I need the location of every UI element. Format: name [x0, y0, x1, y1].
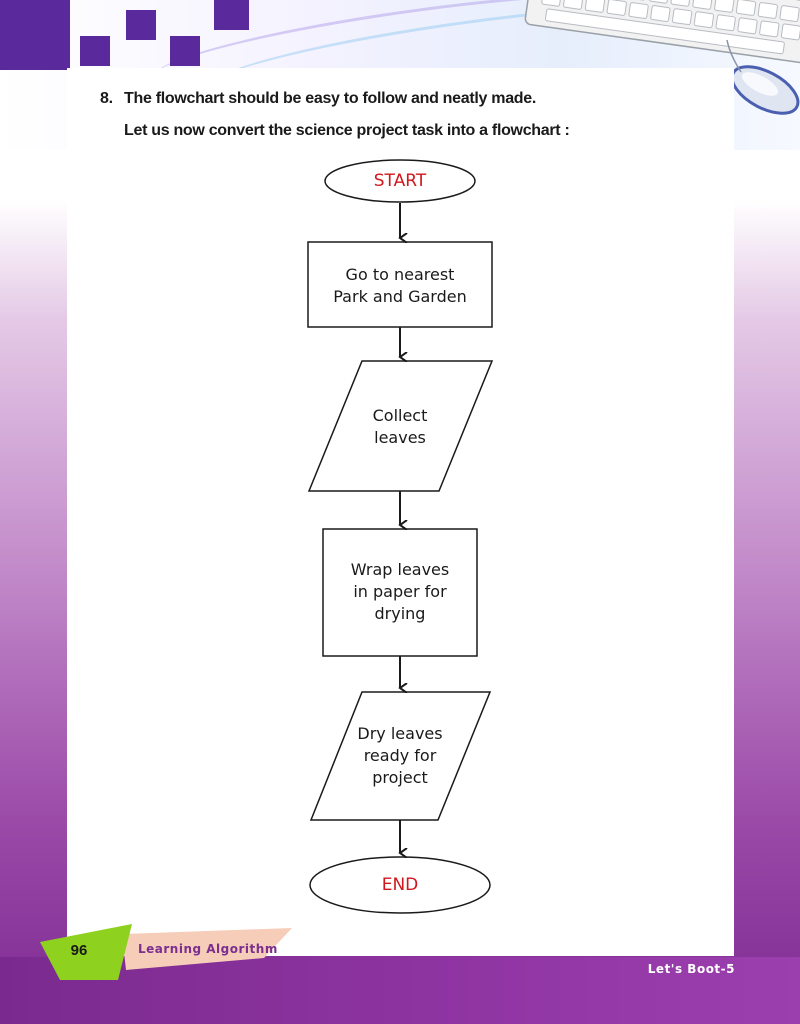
text-line: project: [372, 768, 428, 787]
chapter-ribbon: [122, 928, 292, 970]
end-label: END: [381, 875, 419, 895]
process-wrap-leaves: [322, 528, 478, 657]
process-wrap-leaves-label: Wrap leaves in paper for drying: [325, 559, 475, 625]
text-line: Wrap leaves: [350, 560, 450, 579]
decorative-square: [80, 36, 110, 66]
text-line: ready for: [363, 746, 437, 765]
start-terminal: [324, 159, 476, 203]
page-number: 96: [70, 942, 88, 959]
io-collect-leaves: [307, 360, 494, 492]
page-number-badge: [40, 924, 132, 980]
decorative-square: [170, 36, 200, 66]
intro-item: 8. The flowchart should be easy to follow…: [100, 90, 536, 108]
text-line: Collect: [372, 406, 428, 425]
decorative-square: [214, 0, 249, 30]
text-line: in paper for: [353, 582, 447, 601]
process-go-to-park: [307, 241, 493, 328]
page-tab: [40, 924, 292, 980]
text-line: Park and Garden: [333, 287, 467, 306]
decorative-square: [126, 10, 156, 40]
item-number: 8.: [100, 90, 113, 107]
text-line: Dry leaves: [357, 724, 443, 743]
io-dry-leaves-label: Dry leaves ready for project: [330, 723, 470, 789]
io-collect-leaves-label: Collect leaves: [330, 405, 470, 449]
text-line: leaves: [374, 428, 426, 447]
text-line: drying: [374, 604, 426, 623]
intro-lead-text: Let us now convert the science project t…: [124, 122, 570, 139]
decorative-square: [0, 0, 70, 70]
book-name: Let's Boot-5: [647, 962, 735, 976]
process-go-to-park-label: Go to nearest Park and Garden: [310, 264, 490, 308]
text-line: Go to nearest: [345, 265, 455, 284]
chapter-title: Learning Algorithm: [138, 942, 278, 956]
start-label: START: [373, 171, 427, 191]
io-dry-leaves: [309, 691, 492, 821]
item-text: The flowchart should be easy to follow a…: [124, 90, 537, 107]
